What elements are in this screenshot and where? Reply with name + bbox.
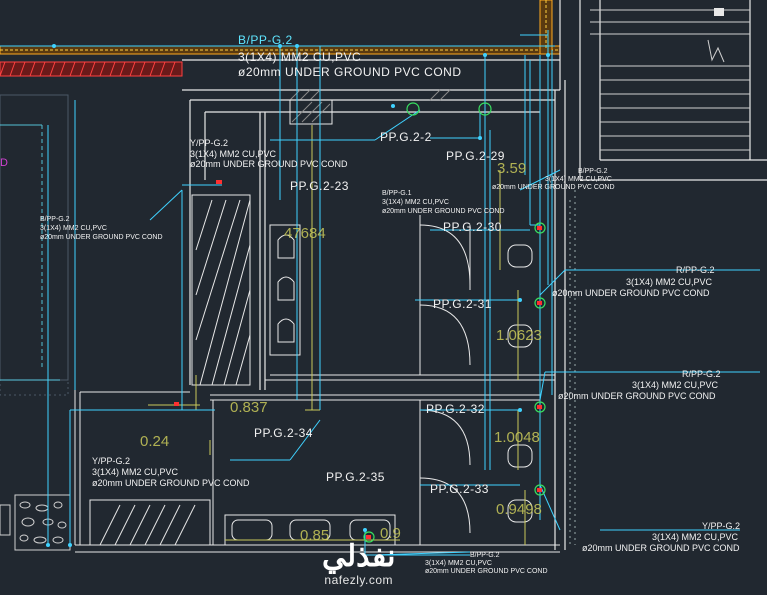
point-pp-g2-29: PP.G.2-29 (446, 149, 505, 163)
circuit-b-bottom-cond: ø20mm UNDER GROUND PVC COND (425, 568, 548, 575)
circuit-y-bottom-right-spec: 3(1X4) MM2 CU,PVC (652, 532, 739, 542)
dimension-1-0623: 1.0623 (496, 327, 542, 344)
circuit-main-name: B/PP-G.2 (238, 33, 293, 47)
point-pp-g2-34: PP.G.2-34 (254, 426, 313, 440)
circuit-b-right-spec: 3(1X4) MM2 CU,PVC (545, 176, 612, 183)
point-pp-g2-30: PP.G.2-30 (443, 220, 502, 234)
circuit-y-left-spec: 3(1X4) MM2 CU,PVC (190, 149, 277, 159)
dimension-0-85: 0.85 (300, 527, 330, 544)
circuit-b-left-name: B/PP-G.2 (40, 216, 70, 223)
circuit-r-right2-spec: 3(1X4) MM2 CU,PVC (632, 380, 719, 390)
circuit-b-center-name: B/PP-G.1 (382, 190, 412, 197)
circuit-r-right1-spec: 3(1X4) MM2 CU,PVC (626, 277, 713, 287)
dimension-0-837: 0.837 (230, 399, 268, 416)
circuit-b-left-cond: ø20mm UNDER GROUND PVC COND (40, 234, 163, 241)
circuit-b-bottom-spec: 3(1X4) MM2 CU,PVC (425, 560, 492, 567)
circuit-b-bottom-name: B/PP-G.2 (470, 552, 500, 559)
dimension-0-24: 0.24 (140, 433, 170, 450)
circuit-y-left-name: Y/PP-G.2 (190, 138, 229, 148)
nafezly-watermark-logo: نفذلي nafezly.com (322, 540, 396, 587)
dimension-47684: 47684 (284, 225, 326, 242)
circuit-y-bottom-right-name: Y/PP-G.2 (702, 521, 741, 531)
circuit-y-bottom-left-cond: ø20mm UNDER GROUND PVC COND (92, 478, 250, 488)
dimension-0-9498: 0.9498 (496, 501, 542, 518)
circuit-r-right2-cond: ø20mm UNDER GROUND PVC COND (558, 391, 716, 401)
circuit-b-left-spec: 3(1X4) MM2 CU,PVC (40, 225, 107, 232)
circuit-y-bottom-left-name: Y/PP-G.2 (92, 456, 131, 466)
dimension-1-0048: 1.0048 (494, 429, 540, 446)
circuit-b-center-spec: 3(1X4) MM2 CU,PVC (382, 199, 449, 206)
svg-text:D: D (0, 157, 8, 169)
brand-arabic: نفذلي (322, 540, 396, 573)
circuit-b-right-name: B/PP-G.2 (578, 168, 608, 175)
dimension-3-59: 3.59 (497, 160, 527, 177)
point-pp-g2-33: PP.G.2-33 (430, 482, 489, 496)
circuit-r-right1-cond: ø20mm UNDER GROUND PVC COND (552, 288, 710, 298)
circuit-r-right1-name: R/PP-G.2 (676, 265, 715, 275)
circuit-y-left-cond: ø20mm UNDER GROUND PVC COND (190, 159, 348, 169)
point-pp-g2-35: PP.G.2-35 (326, 470, 385, 484)
circuit-b-center-cond: ø20mm UNDER GROUND PVC COND (382, 208, 505, 215)
dimension-0-9: 0.9 (380, 525, 401, 542)
circuit-main-cond: ø20mm UNDER GROUND PVC COND (238, 65, 462, 79)
point-pp-g2-32: PP.G.2-32 (426, 402, 485, 416)
circuit-y-bottom-right-cond: ø20mm UNDER GROUND PVC COND (582, 543, 740, 553)
circuit-r-right2-name: R/PP-G.2 (682, 369, 721, 379)
circuit-y-bottom-left-spec: 3(1X4) MM2 CU,PVC (92, 467, 179, 477)
point-pp-g2-31: PP.G.2-31 (433, 297, 492, 311)
point-pp-g2-23: PP.G.2-23 (290, 179, 349, 193)
brand-url: nafezly.com (324, 573, 394, 587)
point-pp-g2-2: PP.G.2-2 (380, 130, 432, 144)
circuit-b-right-cond: ø20mm UNDER GROUND PVC COND (492, 184, 615, 191)
circuit-main-spec: 3(1X4) MM2 CU,PVC (238, 50, 362, 64)
